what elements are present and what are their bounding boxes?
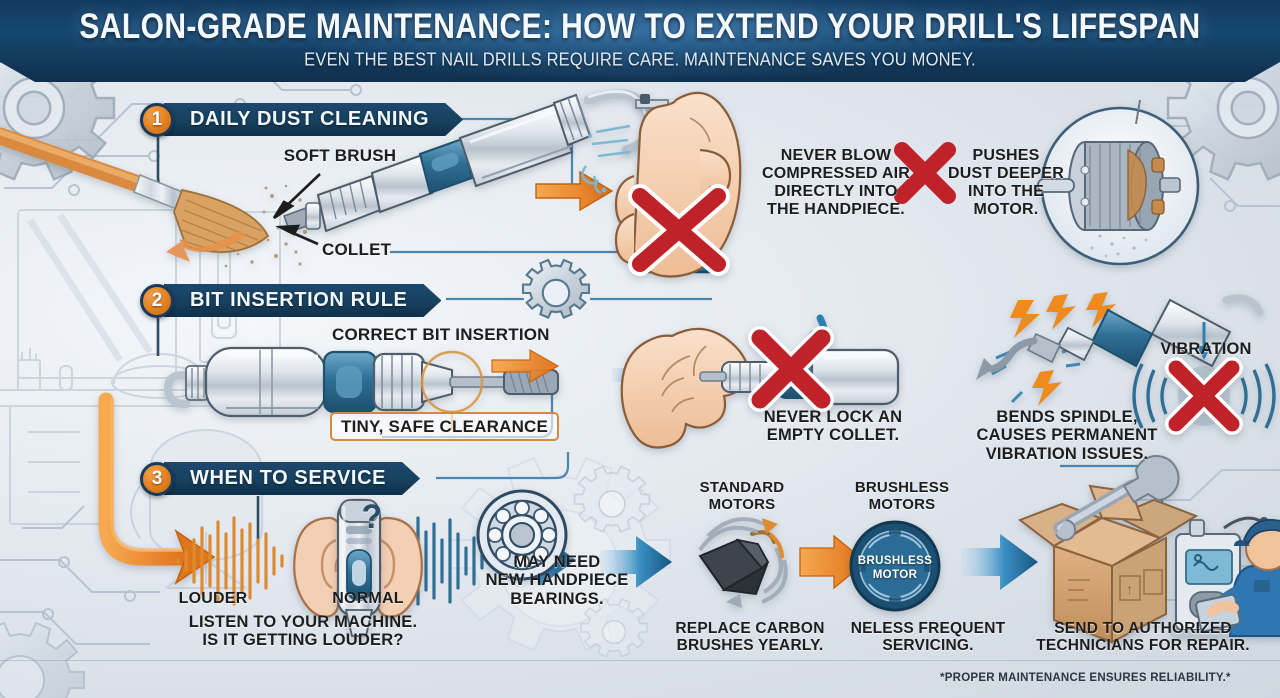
orange-arrow-sec2-small: [491, 348, 560, 384]
shipping-box-icon: ↑: [1017, 455, 1199, 644]
label-vibration: VIBRATION: [1160, 340, 1252, 358]
section-title-plate-1: DAILY DUST CLEANING: [164, 103, 463, 136]
blue-arrow-sec2-1: [612, 356, 682, 394]
spray-can-icon: [581, 91, 742, 278]
technician-icon: [1170, 516, 1280, 637]
red-x-icon-1: [628, 184, 730, 276]
section-number-badge-2: 2: [140, 283, 174, 318]
label-pushes-dust: PUSHES DUST DEEPER INTO THE MOTOR.: [948, 147, 1064, 218]
section-title-1: DAILY DUST CLEANING: [190, 108, 430, 130]
label-brushless-motors: BRUSHLESS MOTORS: [854, 479, 950, 513]
label-louder: LOUDER: [178, 590, 248, 607]
label-never-lock-empty-collet: NEVER LOCK AN EMPTY COLLET.: [763, 408, 903, 445]
label-soft-brush: SOFT BRUSH: [283, 146, 397, 165]
section-title-plate-3: WHEN TO SERVICE: [164, 462, 420, 495]
footer-divider: [0, 660, 1280, 661]
carbon-brush-icon: [698, 517, 788, 608]
label-never-blow-air: NEVER BLOW COMPRESSED AIR DIRECTLY INTO …: [761, 147, 910, 218]
salon-room-sketch: [0, 209, 281, 589]
orange-arrow-sec1: [535, 170, 614, 212]
label-tiny-safe-clearance: TINY, SAFE CLEARANCE: [330, 412, 560, 442]
page-title: SALON-GRADE MAINTENANCE: HOW TO EXTEND Y…: [79, 7, 1201, 47]
footer-note: *PROPER MAINTENANCE ENSURES RELIABILITY.…: [940, 672, 1231, 684]
label-may-need-bearings: MAY NEED NEW HANDPIECE BEARINGS.: [485, 553, 629, 608]
label-listen-to-machine: LISTEN TO YOUR MACHINE. IS IT GETTING LO…: [188, 613, 418, 650]
label-replace-carbon-brushes: REPLACE CARBON BRUSHES YEARLY.: [675, 620, 825, 655]
small-gear-upper: [573, 465, 651, 533]
header-banner: SALON-GRADE MAINTENANCE: HOW TO EXTEND Y…: [0, 0, 1280, 82]
section-title-3: WHEN TO SERVICE: [190, 467, 387, 489]
spark-icons: [1010, 292, 1116, 406]
section-title-2: BIT INSERTION RULE: [190, 289, 408, 311]
label-bends-spindle: BENDS SPINDLE, CAUSES PERMANENT VIBRATIO…: [976, 408, 1158, 463]
page-subtitle: EVEN THE BEST NAIL DRILLS REQUIRE CARE. …: [304, 50, 976, 71]
label-correct-bit-insertion: CORRECT BIT INSERTION: [332, 325, 550, 344]
label-less-frequent-servicing: NELESS FREQUENT SERVICING.: [850, 620, 1006, 655]
label-standard-motors: STANDARD MOTORS: [699, 479, 785, 513]
section-title-plate-2: BIT INSERTION RULE: [164, 284, 441, 317]
section-banner-1: 1 DAILY DUST CLEANING: [140, 102, 463, 137]
question-mark-icon: ?: [361, 498, 383, 536]
brushless-badge-label: BRUSHLESS MOTOR: [857, 555, 933, 582]
dust-particles: [224, 184, 312, 268]
section-number-badge-3: 3: [140, 461, 174, 496]
svg-text:↑: ↑: [1126, 581, 1133, 597]
label-send-to-technicians: SEND TO AUTHORIZED TECHNICIANS FOR REPAI…: [1036, 620, 1250, 655]
label-normal: NORMAL: [332, 590, 404, 607]
spray-mist: [581, 124, 631, 195]
section-banner-2: 2 BIT INSERTION RULE: [140, 283, 441, 318]
red-x-icon-3: [748, 326, 834, 412]
red-x-icon-4: [1165, 357, 1243, 435]
section-banner-3: 3 WHEN TO SERVICE: [140, 461, 420, 496]
section-number-badge-1: 1: [140, 102, 174, 137]
gear-icon-connector: [521, 258, 591, 319]
blue-arrow-sec3-3: [962, 534, 1038, 590]
label-collet: COLLET: [322, 240, 392, 259]
